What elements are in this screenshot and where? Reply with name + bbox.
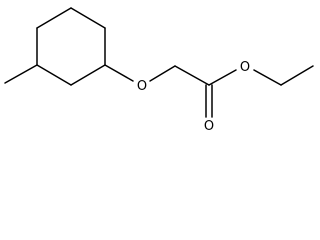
methyl-bond — [4, 64, 38, 84]
ring-bond — [36, 64, 72, 86]
cyclohexane-ring — [36, 7, 106, 86]
ethyl-bond — [280, 65, 314, 86]
carbonyl-to-ester-oxygen-bond — [208, 69, 237, 86]
ether-oxygen-label: O — [137, 79, 147, 94]
methylene-to-carbonyl-bond — [174, 65, 210, 86]
structure-diagram: O O O — [4, 7, 314, 132]
ring-bond — [36, 7, 72, 29]
ester-oxygen-to-ethyl-bond — [253, 69, 282, 86]
carbonyl-oxygen-label: O — [204, 119, 214, 132]
ring-to-ether-oxygen-bond — [104, 64, 134, 82]
ether-oxygen-to-methylene-bond — [149, 65, 176, 82]
ester-oxygen-label: O — [240, 60, 250, 75]
ring-bond — [70, 64, 106, 86]
ring-bond — [70, 7, 106, 29]
